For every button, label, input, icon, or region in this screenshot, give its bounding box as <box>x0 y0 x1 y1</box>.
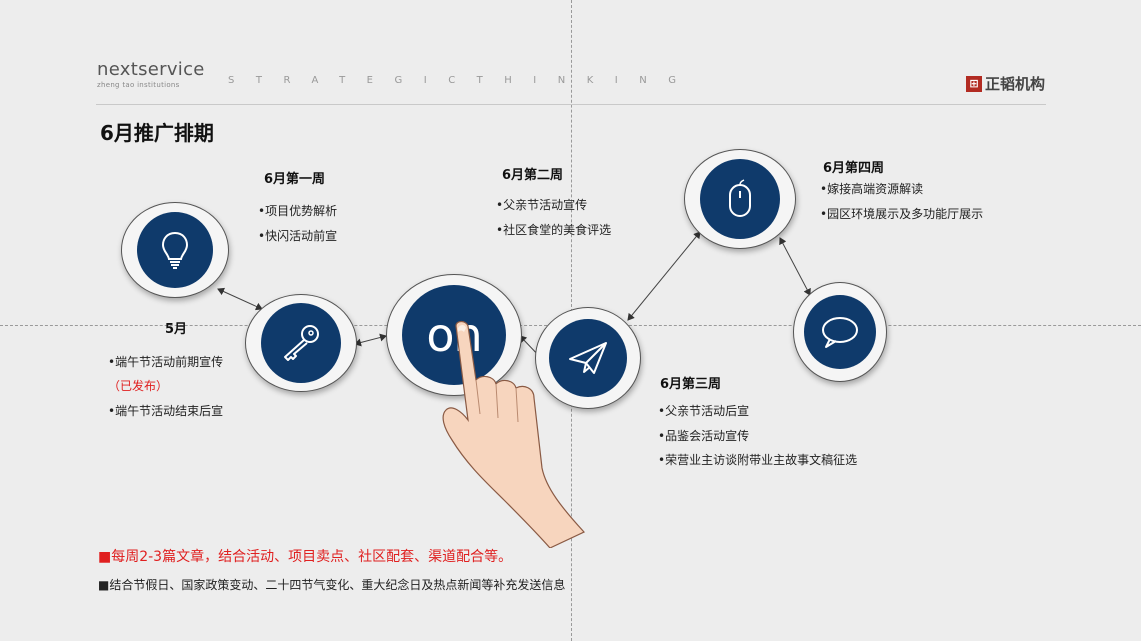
arrow-n2-n3 <box>354 333 387 347</box>
tagline: STRATEGICTHINKING <box>228 75 698 86</box>
page-title: 6月推广排期 <box>100 121 214 145</box>
arrow-n5-n6 <box>779 237 811 296</box>
may-item-3: •端午节活动结束后宣 <box>108 404 224 418</box>
company-logo-mark-icon: ⊞ <box>966 75 982 92</box>
week4-item-2: •园区环境展示及多功能厅展示 <box>820 207 984 221</box>
node-lightbulb <box>121 202 229 298</box>
week1-item-2: •快闪活动前宣 <box>258 229 338 243</box>
week3-item-2: •品鉴会活动宣传 <box>658 429 750 443</box>
week1-item-1: •项目优势解析 <box>258 204 338 218</box>
week1-heading: 6月第一周 <box>264 172 326 187</box>
brand-main: nextservice <box>97 59 205 80</box>
hand-pointer-icon <box>442 320 585 548</box>
note-weekly-articles: ■每周2-3篇文章，结合活动、项目卖点、社区配套、渠道配合等。 <box>98 549 513 565</box>
week4-heading: 6月第四周 <box>823 161 885 176</box>
company-logo: ⊞ 正韬机构 <box>966 73 1045 94</box>
mouse-icon <box>729 179 751 217</box>
week2-item-2: •社区食堂的美食评选 <box>496 223 612 237</box>
center-label: on <box>426 308 482 362</box>
week4-item-1: •嫁接高端资源解读 <box>820 182 924 196</box>
key-icon <box>284 325 319 361</box>
node-paper-plane <box>535 307 641 409</box>
paper-plane-icon <box>569 342 607 374</box>
may-item-1: •端午节活动前期宣传 <box>108 355 224 369</box>
node-speech-bubble <box>793 282 887 382</box>
week3-heading: 6月第三周 <box>660 377 722 392</box>
brand-logo: nextservice zheng tao institutions <box>97 59 205 90</box>
header-divider <box>96 104 1046 105</box>
may-item-2: （已发布） <box>108 379 169 393</box>
note-supplementary-info: ■结合节假日、国家政策变动、二十四节气变化、重大纪念日及热点新闻等补充发送信息 <box>98 578 566 592</box>
week2-item-1: •父亲节活动宣传 <box>496 198 588 212</box>
node-key <box>245 294 357 392</box>
arrow-n1-n2 <box>217 287 263 311</box>
week2-heading: 6月第二周 <box>502 168 564 183</box>
lightbulb-icon <box>161 231 189 269</box>
node-on: on <box>386 274 522 396</box>
may-heading: 5月 <box>165 322 188 337</box>
brand-sub: zheng tao institutions <box>97 81 180 89</box>
speech-bubble-icon <box>822 317 858 348</box>
week3-item-3: •荣营业主访谈附带业主故事文稿征选 <box>658 453 858 467</box>
company-name: 正韬机构 <box>985 75 1046 93</box>
week3-item-1: •父亲节活动后宣 <box>658 404 750 418</box>
arrow-n4-n5 <box>627 231 701 321</box>
node-mouse <box>684 149 796 249</box>
